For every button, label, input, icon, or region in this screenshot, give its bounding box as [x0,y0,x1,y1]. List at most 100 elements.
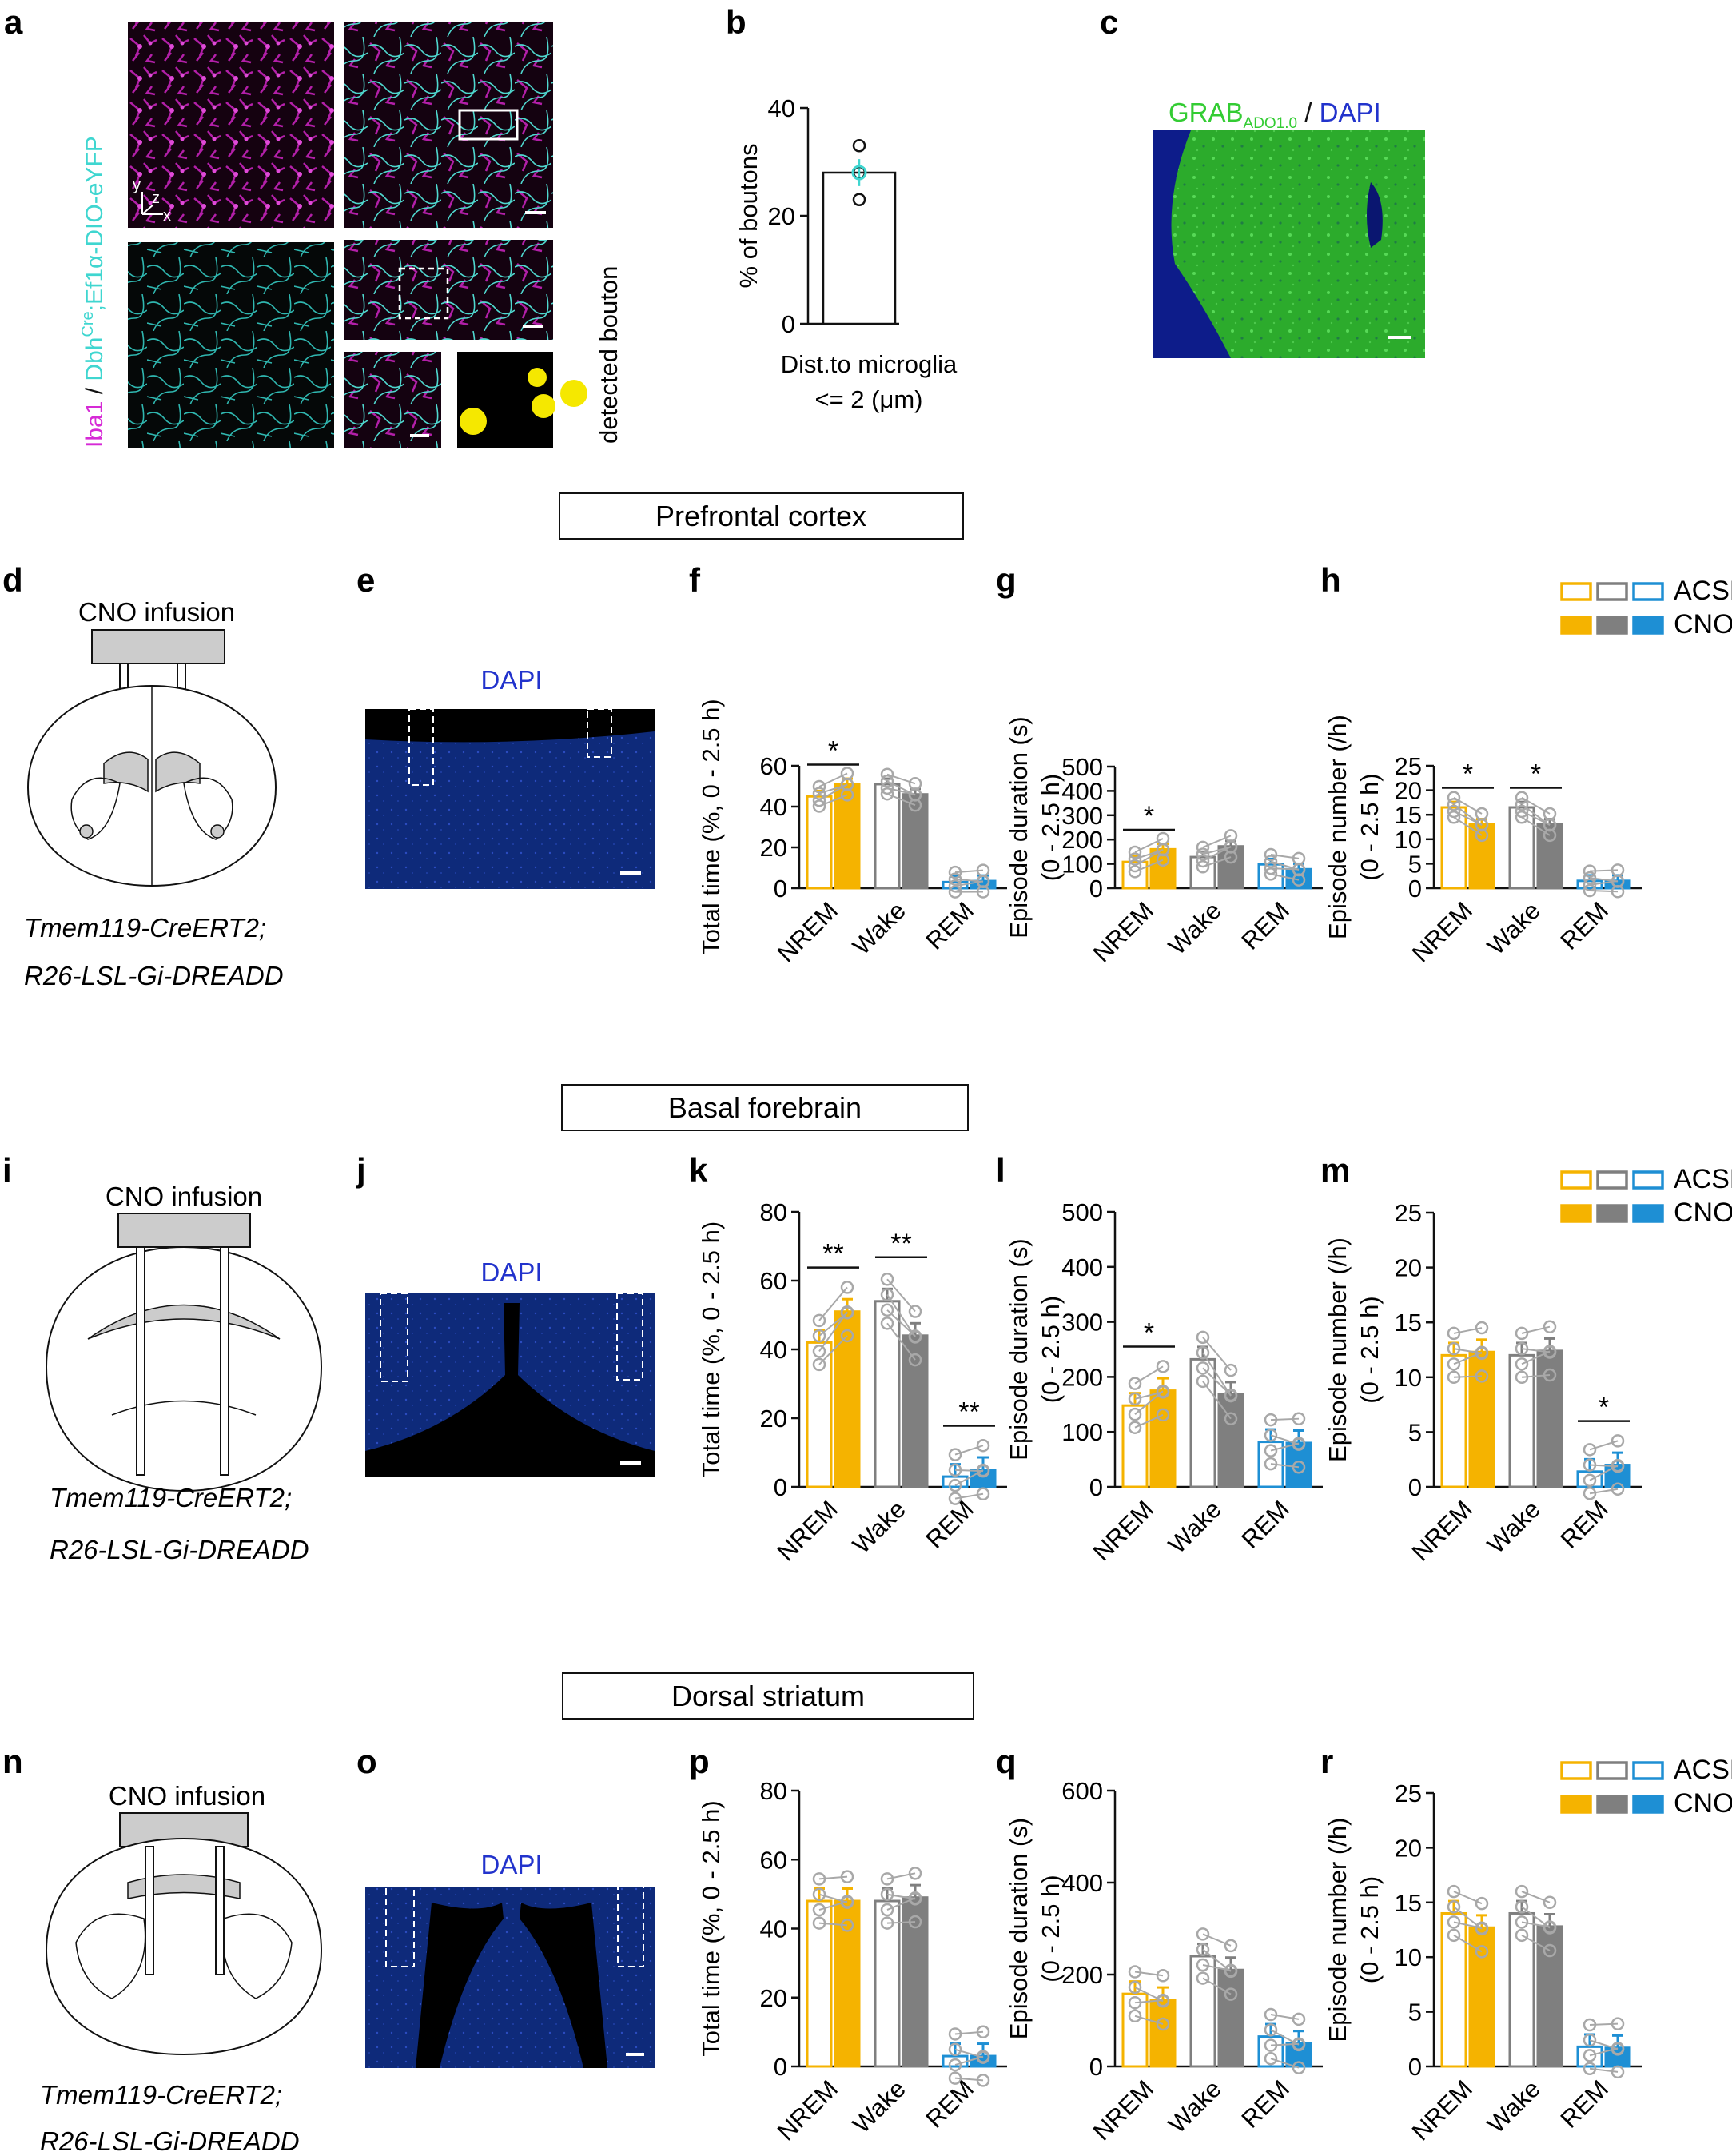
genotype-line-2: R26-LSL-Gi-DREADD [24,961,284,990]
bar-nrem-acsf [1121,1992,1149,2068]
data-point [1543,807,1557,821]
data-point [948,865,962,879]
data-point [1611,2065,1625,2079]
bar-nrem-cno [1149,1999,1177,2068]
y-axis-label: Episode number (/h) [1324,1237,1352,1462]
y-axis-label: Total time (%, 0 - 2.5 h) [697,699,725,954]
y-axis-label-2: (0 - 2.5 h) [1037,1875,1065,1982]
data-point [976,2025,990,2038]
legend-swatch-cno [1632,1795,1664,1814]
bar-wake-cno [1536,823,1563,890]
genotype-line-1: Tmem119-CreERT2; [24,913,266,943]
x-axis-label: <= 2 (μm) [814,385,922,413]
data-point [908,776,922,791]
legend-1: ACSFCNO [1560,1164,1732,1228]
bar-nrem-acsf [1440,1353,1467,1488]
y-tick-label: 20 [760,1405,787,1433]
legend-swatch-cno [1632,616,1664,635]
data-point [948,879,962,893]
x-tick-label-nrem: NREM [1088,2074,1159,2146]
bar-rem-cno [970,1469,997,1488]
panel-letter-j: j [356,1151,366,1189]
data-point [1583,864,1597,878]
data-point [812,1357,826,1372]
xyz-axis-icon [141,192,163,215]
x-tick-label-rem: REM [1236,1495,1294,1553]
y-axis-label: Total time (%, 0 - 2.5 h) [697,1800,725,2056]
data-point [1543,1921,1557,1935]
label-iba1: Iba1 [82,401,108,448]
data-point [1447,1370,1461,1385]
x-tick-label-nrem: NREM [1407,2074,1478,2146]
data-point [976,1464,990,1478]
data-point [1196,859,1210,874]
data-point [1264,1457,1278,1471]
data-point [1128,1965,1142,1979]
y-tick-label: 600 [1061,1777,1103,1805]
bar-nrem-acsf [1440,1911,1467,2068]
y-tick-label: 40 [768,94,795,122]
x-tick-label-nrem: NREM [772,896,843,967]
data-point [812,1329,826,1343]
label-grab-sub: ADO1.0 [1244,115,1298,132]
bar-rem-acsf [1576,2045,1603,2068]
iba1-image [128,22,334,228]
data-point [880,1903,894,1917]
data-point [1128,1421,1142,1434]
data-point [1128,1995,1142,2010]
panel-letter-b: b [726,3,747,41]
data-point [1611,863,1625,877]
data-point [948,1492,962,1505]
data-point [948,2027,962,2041]
panel-letter-g: g [996,561,1017,599]
x-tick-label-wake: Wake [1163,1495,1227,1559]
data-point [1292,851,1306,866]
data-point [908,1915,922,1929]
bar-nrem-cno [834,1899,861,2068]
cannula-holder [117,1213,251,1248]
legend-swatch-cno [1596,616,1628,635]
data-point [948,1463,962,1477]
data-point [812,799,826,813]
bar-nrem-cno [1149,1389,1177,1488]
data-point [1447,1928,1461,1943]
y-tick-label: 60 [760,1846,787,1874]
y-tick-label: 20 [760,834,787,862]
legend-label-cno: CNO [1674,1198,1732,1228]
y-tick-label: 500 [1061,753,1103,781]
y-tick-label: 0 [774,1473,787,1501]
panel-letter-k: k [689,1151,708,1189]
data-point [1543,1345,1557,1359]
x-tick-label-rem: REM [1236,896,1294,954]
data-point [976,2050,990,2064]
data-point [1475,807,1489,821]
sig-star: * [1144,801,1154,831]
y-tick-label: 10 [1395,1364,1422,1392]
data-point [976,863,990,877]
cannula [215,1846,225,1975]
data-point [840,1306,854,1320]
x-tick-label-rem: REM [1236,2074,1294,2133]
data-point [1515,1341,1529,1356]
genotype-line-1: Tmem119-CreERT2; [50,1483,292,1512]
pair-line [886,1293,916,1338]
y-axis-label: Episode duration (s) [1005,1818,1033,2039]
dapi-label: DAPI [480,1257,542,1287]
data-point [1196,840,1210,855]
data-point [1156,1360,1170,1373]
y-axis-label-2: (0 - 2.5 h) [1037,774,1065,881]
y-tick-label: 200 [1061,1363,1103,1391]
data-point [1515,1900,1529,1914]
data-point [1196,1361,1210,1375]
legend-swatch-acsf [1632,1170,1664,1190]
y-axis-label: Total time (%, 0 - 2.5 h) [697,1221,725,1477]
bar-wake-acsf [1508,1353,1535,1488]
genotype-line-1: Tmem119-CreERT2; [40,2080,282,2110]
bouton-dot [528,368,547,387]
data-point [1224,1389,1238,1403]
data-point [1583,1473,1597,1488]
